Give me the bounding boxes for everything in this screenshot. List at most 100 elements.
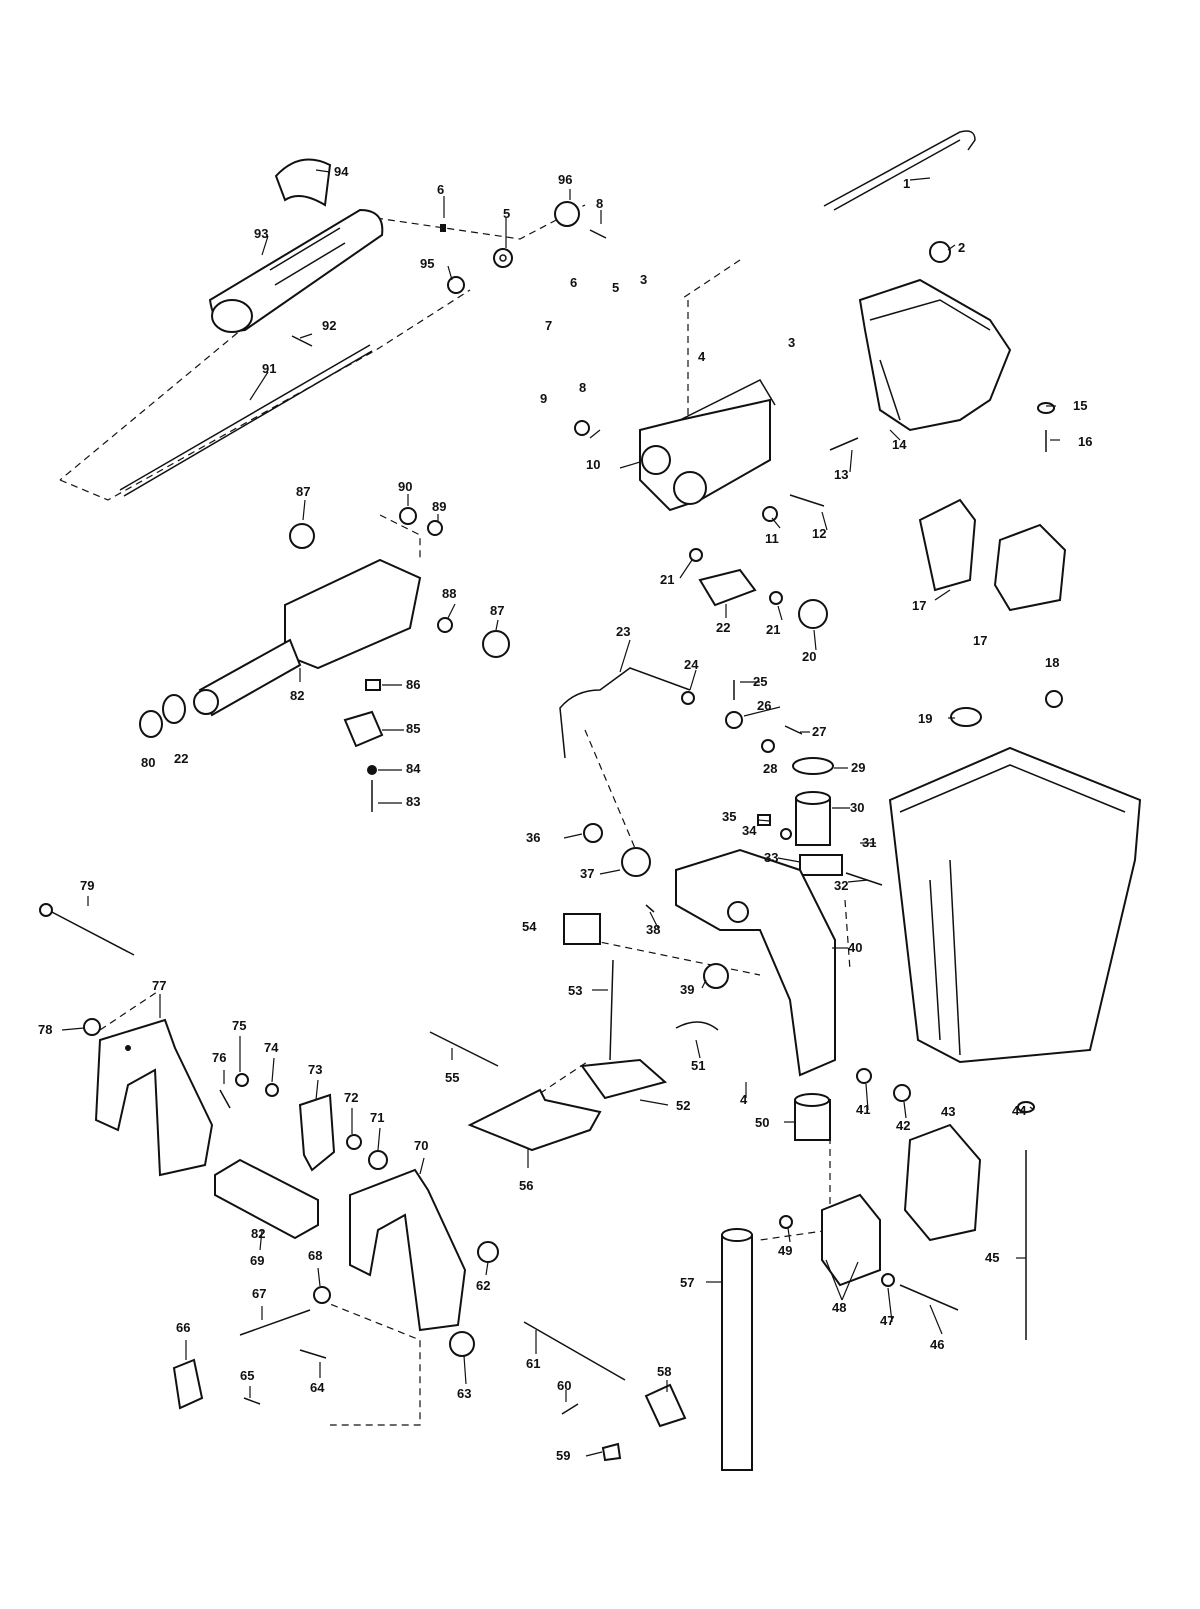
label-part-16: 16 xyxy=(1078,434,1092,449)
part-96-knob xyxy=(554,201,580,227)
label-part-78: 78 xyxy=(38,1022,52,1037)
label-part-37: 37 xyxy=(580,866,594,881)
label-part-75: 75 xyxy=(232,1018,246,1033)
label-part-70: 70 xyxy=(414,1138,428,1153)
label-part-56: 56 xyxy=(519,1178,533,1193)
label-part-85: 85 xyxy=(406,721,420,736)
label-part-92: 92 xyxy=(322,318,336,333)
label-part-91: 91 xyxy=(262,361,276,376)
label-part-53: 53 xyxy=(568,983,582,998)
part-44-clip xyxy=(1017,1101,1035,1113)
label-part-72: 72 xyxy=(344,1090,358,1105)
label-part-50: 50 xyxy=(755,1115,769,1130)
label-part-12: 12 xyxy=(812,526,826,541)
label-part-58: 58 xyxy=(657,1364,671,1379)
label-part-63: 63 xyxy=(457,1386,471,1401)
label-part-95: 95 xyxy=(420,256,434,271)
part-31-exhaust-housing xyxy=(888,746,1142,1064)
part-87-washers xyxy=(289,523,510,658)
part-8-pin-upper xyxy=(589,229,607,239)
part-5-washer-upper xyxy=(493,248,513,268)
label-part-2: 2 xyxy=(958,240,965,255)
label-part-20: 20 xyxy=(802,649,816,664)
part-13-pin xyxy=(829,437,859,451)
label-part-74: 74 xyxy=(264,1040,279,1055)
part-82-pivot-housing xyxy=(193,558,422,717)
label-part-45: 45 xyxy=(985,1250,999,1265)
label-part-43: 43 xyxy=(941,1104,955,1119)
label-part-10: 10 xyxy=(586,457,600,472)
label-part-21: 21 xyxy=(660,572,674,587)
label-part-34: 34 xyxy=(742,823,757,838)
label-part-65: 65 xyxy=(240,1368,254,1383)
part-57-shift-tube xyxy=(721,1228,753,1471)
label-part-15: 15 xyxy=(1073,398,1087,413)
part-79-bolt xyxy=(39,903,135,956)
label-part-28: 28 xyxy=(763,761,777,776)
label-part-26: 26 xyxy=(757,698,771,713)
part-51-54-parts xyxy=(563,913,719,1100)
part-88-90-89-hardware xyxy=(399,507,453,633)
label-part-24: 24 xyxy=(684,657,699,672)
label-part-48: 48 xyxy=(832,1300,846,1315)
part-2-nut xyxy=(929,241,951,263)
part-12-pin xyxy=(789,494,825,507)
label-part-55: 55 xyxy=(445,1070,459,1085)
label-part-27: 27 xyxy=(812,724,826,739)
label-part-86: 86 xyxy=(406,677,420,692)
label-part-19: 19 xyxy=(918,711,932,726)
part-17-side-plates xyxy=(918,498,1067,612)
label-part-51: 51 xyxy=(691,1058,705,1073)
part-15-ring xyxy=(1037,402,1055,414)
label-part-35: 35 xyxy=(722,809,736,824)
part-20-ring xyxy=(798,599,828,629)
label-part-11: 11 xyxy=(765,531,779,546)
part-83-86-latch xyxy=(343,679,384,812)
part-92-pin xyxy=(291,335,313,347)
part-70-transom-bracket xyxy=(349,1168,467,1332)
part-1-tiller-arm xyxy=(823,130,976,211)
part-23-shift-linkage xyxy=(559,667,691,759)
label-part-84: 84 xyxy=(406,761,421,776)
label-part-66: 66 xyxy=(176,1320,190,1335)
part-10-steering-bracket xyxy=(639,379,776,512)
label-part-71: 71 xyxy=(370,1110,384,1125)
part-6-screw-upper xyxy=(440,224,446,232)
part-39-washer xyxy=(703,963,729,989)
label-part-3: 3 xyxy=(788,335,795,350)
label-part-82: 82 xyxy=(251,1226,265,1241)
label-part-44: 44 xyxy=(1012,1103,1027,1118)
label-part-76: 76 xyxy=(212,1050,226,1065)
part-69-block xyxy=(214,1158,319,1240)
part-50-bushing xyxy=(794,1093,831,1141)
label-part-61: 61 xyxy=(526,1356,540,1371)
label-part-94: 94 xyxy=(334,164,349,179)
label-part-4: 4 xyxy=(740,1092,748,1107)
label-part-4: 4 xyxy=(698,349,706,364)
label-part-41: 41 xyxy=(856,1102,870,1117)
part-22-cam xyxy=(698,568,757,607)
label-part-87: 87 xyxy=(296,484,310,499)
part-14-swivel-housing xyxy=(858,278,1012,432)
label-part-5: 5 xyxy=(612,280,619,295)
label-part-93: 93 xyxy=(254,226,268,241)
label-part-17: 17 xyxy=(912,598,926,613)
part-labels: 1 2 3 3 4 4 5 5 6 6 7 8 8 9 10 11 12 13 … xyxy=(38,164,1092,1463)
part-11-screw xyxy=(762,506,778,522)
label-part-5: 5 xyxy=(503,206,510,221)
label-part-52: 52 xyxy=(676,1098,690,1113)
label-part-8: 8 xyxy=(596,196,603,211)
part-58-61-hardware xyxy=(523,1321,687,1462)
label-part-77: 77 xyxy=(152,978,166,993)
part-78-washer xyxy=(83,1018,101,1036)
part-29-30-bushings xyxy=(792,757,834,846)
label-part-80: 80 xyxy=(141,755,155,770)
part-41-42-hardware xyxy=(856,1068,911,1102)
label-part-18: 18 xyxy=(1045,655,1059,670)
part-71-76-hardware xyxy=(219,1073,388,1172)
label-part-8: 8 xyxy=(579,380,586,395)
label-part-87: 87 xyxy=(490,603,504,618)
part-62-68-hardware xyxy=(172,1241,499,1410)
label-part-79: 79 xyxy=(80,878,94,893)
